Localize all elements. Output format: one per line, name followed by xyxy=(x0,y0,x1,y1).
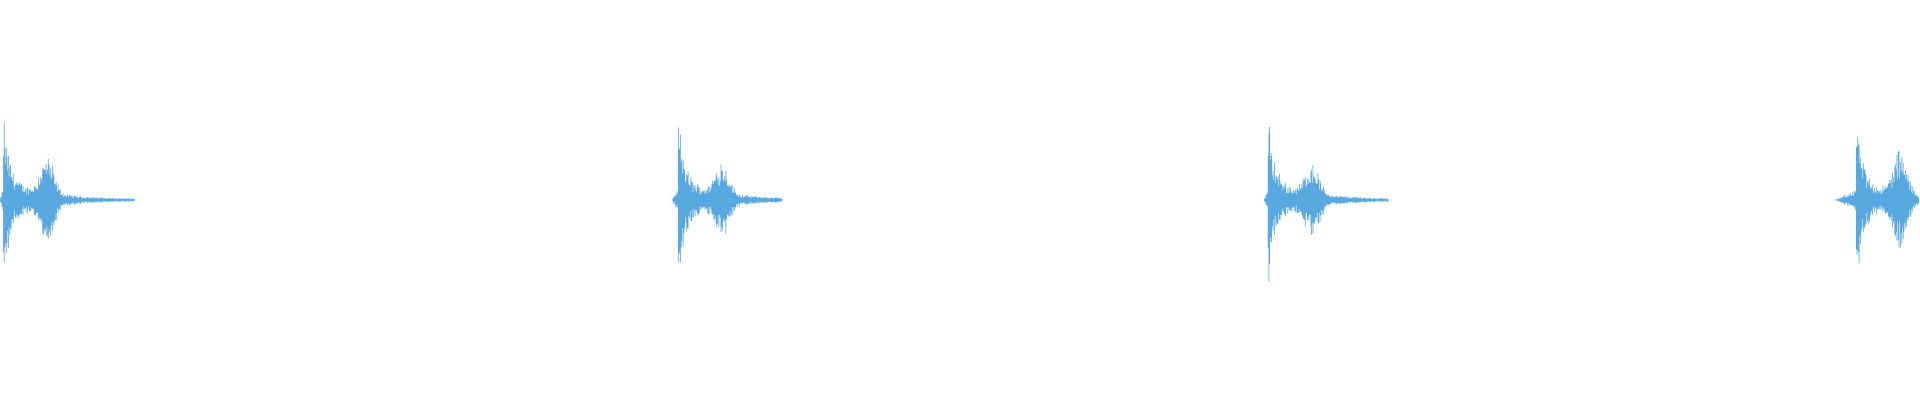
waveform-clip-path xyxy=(0,122,135,262)
waveform-clip-1 xyxy=(0,122,135,262)
waveform-clip-path xyxy=(671,127,783,263)
waveform-clip-path xyxy=(1263,127,1389,282)
waveform-clips xyxy=(0,122,1919,282)
waveform-clip-3 xyxy=(1263,127,1389,282)
waveform-clip-4 xyxy=(1835,137,1919,264)
waveform-clip-2 xyxy=(671,127,783,263)
